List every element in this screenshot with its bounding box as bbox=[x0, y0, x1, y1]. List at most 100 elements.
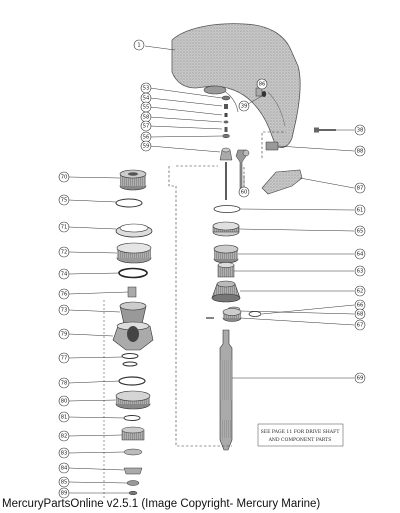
callout-circle bbox=[256, 78, 268, 90]
callout-number: 53 bbox=[143, 85, 150, 91]
callout-number: 67 bbox=[357, 322, 364, 328]
leader-lines bbox=[68, 45, 355, 494]
callout-circle bbox=[140, 140, 152, 152]
callout-circle bbox=[354, 124, 366, 136]
callout-87: 87 bbox=[354, 182, 366, 194]
callout-number: 61 bbox=[357, 207, 364, 213]
callout-55: 55 bbox=[140, 101, 152, 113]
callout-number: 60 bbox=[241, 189, 248, 195]
callout-72: 72 bbox=[58, 246, 70, 258]
callout-circle bbox=[58, 430, 70, 442]
callout-78: 78 bbox=[58, 377, 70, 389]
callout-circle bbox=[58, 171, 70, 183]
callout-circle bbox=[58, 304, 70, 316]
callout-number: 59 bbox=[143, 143, 150, 149]
callout-number: 1 bbox=[137, 42, 140, 48]
callout-76: 76 bbox=[58, 288, 70, 300]
callout-84: 84 bbox=[58, 462, 70, 474]
callout-68: 68 bbox=[354, 308, 366, 320]
callout-number: 87 bbox=[357, 185, 364, 191]
callout-59: 59 bbox=[140, 140, 152, 152]
left-parts-stack bbox=[103, 169, 154, 498]
callout-77: 77 bbox=[58, 352, 70, 364]
callout-57: 57 bbox=[140, 120, 152, 132]
callout-number: 79 bbox=[61, 331, 68, 337]
callout-63: 63 bbox=[354, 265, 366, 277]
callout-85: 85 bbox=[58, 476, 70, 488]
callout-39: 39 bbox=[238, 100, 250, 112]
callout-circle bbox=[58, 462, 70, 474]
callout-circle bbox=[238, 186, 250, 198]
callout-60: 60 bbox=[238, 186, 250, 198]
callout-number: 76 bbox=[61, 291, 68, 297]
callout-number: 75 bbox=[61, 197, 68, 203]
callout-71: 71 bbox=[58, 221, 70, 233]
callout-circle bbox=[58, 328, 70, 340]
callout-38: 38 bbox=[354, 124, 366, 136]
callout-number: 86 bbox=[259, 81, 266, 87]
note-line-1: SEE PAGE 11 FOR DRIVE SHAFT bbox=[261, 429, 341, 435]
callout-54: 54 bbox=[140, 92, 152, 104]
callout-number: 68 bbox=[357, 311, 364, 317]
callout-86: 86 bbox=[256, 78, 268, 90]
callout-circle bbox=[354, 372, 366, 384]
callout-number: 38 bbox=[357, 127, 364, 133]
callout-circle bbox=[238, 100, 250, 112]
copyright-footer: MercuryPartsOnline v2.5.1 (Image Copyrig… bbox=[2, 498, 321, 510]
callout-circle bbox=[354, 319, 366, 331]
callout-number: 39 bbox=[241, 103, 248, 109]
callout-number: 56 bbox=[143, 134, 150, 140]
callout-circle bbox=[354, 308, 366, 320]
callout-number: 78 bbox=[61, 380, 68, 386]
callout-number: 58 bbox=[143, 114, 150, 120]
callout-70: 70 bbox=[58, 171, 70, 183]
callout-circle bbox=[140, 120, 152, 132]
callout-number: 63 bbox=[357, 268, 364, 274]
callout-80: 80 bbox=[58, 395, 70, 407]
callout-number: 71 bbox=[61, 224, 68, 230]
callout-circle bbox=[58, 352, 70, 364]
callout-number: 65 bbox=[357, 228, 364, 234]
callout-64: 64 bbox=[354, 248, 366, 260]
callout-circle bbox=[58, 268, 70, 280]
callout-number: 62 bbox=[357, 288, 364, 294]
callout-number: 74 bbox=[61, 271, 68, 277]
callout-number: 83 bbox=[61, 450, 68, 456]
callout-81: 81 bbox=[58, 411, 70, 423]
callout-number: 69 bbox=[357, 375, 364, 381]
note-line-2: AND COMPONENT PARTS bbox=[268, 437, 332, 443]
callout-circle bbox=[58, 377, 70, 389]
callout-61: 61 bbox=[354, 204, 366, 216]
callout-number: 55 bbox=[143, 104, 150, 110]
callout-circle bbox=[354, 265, 366, 277]
callout-circle bbox=[58, 487, 70, 499]
callout-83: 83 bbox=[58, 447, 70, 459]
callout-73: 73 bbox=[58, 304, 70, 316]
callout-number: 66 bbox=[357, 302, 364, 308]
callout-circle bbox=[133, 39, 145, 51]
callout-circle bbox=[354, 204, 366, 216]
callout-number: 85 bbox=[61, 479, 68, 485]
callout-58: 58 bbox=[140, 111, 152, 123]
callout-circle bbox=[354, 248, 366, 260]
callout-number: 72 bbox=[61, 249, 68, 255]
callout-75: 75 bbox=[58, 194, 70, 206]
callout-number: 73 bbox=[61, 307, 68, 313]
callout-circle bbox=[354, 182, 366, 194]
callout-number: 70 bbox=[61, 174, 68, 180]
callout-number: 54 bbox=[143, 95, 150, 101]
drive-shaft-note: SEE PAGE 11 FOR DRIVE SHAFT AND COMPONEN… bbox=[257, 423, 344, 447]
callout-53: 53 bbox=[140, 82, 152, 94]
callout-circle bbox=[354, 225, 366, 237]
callout-circle bbox=[58, 194, 70, 206]
callout-89: 89 bbox=[58, 487, 70, 499]
callout-labels: 1535455585756593839608688876165646362666… bbox=[58, 39, 366, 499]
callout-circle bbox=[58, 288, 70, 300]
callout-circle bbox=[58, 246, 70, 258]
callout-circle bbox=[58, 395, 70, 407]
callout-62: 62 bbox=[354, 285, 366, 297]
callout-number: 89 bbox=[61, 490, 68, 496]
dashed-assembly-lines bbox=[168, 131, 286, 447]
callout-66: 66 bbox=[354, 299, 366, 311]
callout-circle bbox=[58, 411, 70, 423]
